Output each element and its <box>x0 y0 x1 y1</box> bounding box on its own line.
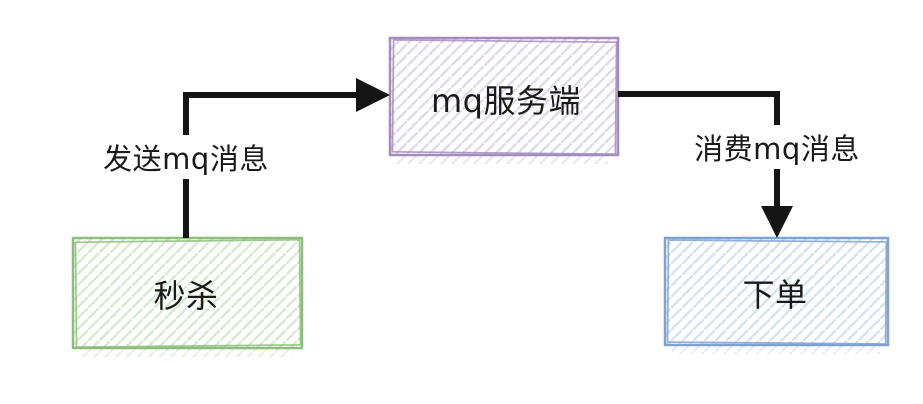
place-order-node <box>663 236 890 354</box>
place-order-box <box>663 236 890 347</box>
seckill-hatch-overshoot <box>80 348 292 357</box>
send-mq-edge-label: 发送mq消息 <box>99 135 273 179</box>
seckill-node-label: 秒杀 <box>153 277 219 315</box>
seckill-box-sketch-stroke <box>74 238 302 349</box>
consume-mq-arrow <box>618 91 793 238</box>
place-order-hatch-overshoot <box>672 345 880 354</box>
consume-mq-arrow-line <box>618 91 780 208</box>
send-mq-arrow <box>183 78 390 238</box>
mq-server-node <box>388 36 620 164</box>
place-order-node-label: 下单 <box>742 276 808 314</box>
mq-server-box-sketch-stroke <box>391 38 618 156</box>
send-mq-arrowhead <box>356 78 390 112</box>
mq-server-hatch-overshoot <box>396 155 608 164</box>
consume-mq-edge-label: 消费mq消息 <box>690 125 864 169</box>
mq-server-node-label: mq服务端 <box>431 82 581 120</box>
send-mq-arrow-line <box>183 92 358 238</box>
consume-mq-arrowhead <box>761 206 793 238</box>
mq-server-box <box>388 36 620 157</box>
place-order-box-sketch-stroke <box>666 239 888 345</box>
